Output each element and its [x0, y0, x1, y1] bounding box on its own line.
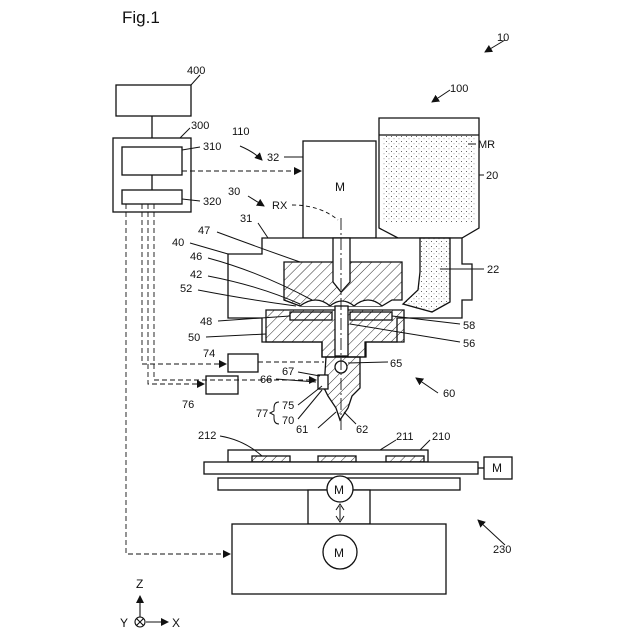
leader-211 — [380, 440, 396, 450]
label-42: 42 — [190, 269, 202, 281]
label-22: 22 — [487, 264, 499, 276]
leader-61 — [318, 412, 336, 428]
label-31: 31 — [240, 213, 252, 225]
label-62: 62 — [356, 424, 368, 436]
label-30: 30 — [228, 186, 240, 198]
label-211: 211 — [396, 431, 414, 443]
label-56: 56 — [463, 338, 475, 350]
bracket-77 — [270, 402, 279, 424]
label-66: 66 — [260, 374, 272, 386]
leader-210 — [420, 440, 430, 450]
leader-300 — [180, 128, 190, 138]
label-70: 70 — [282, 415, 294, 427]
label-50: 50 — [188, 332, 200, 344]
label-52: 52 — [180, 283, 192, 295]
label-20: 20 — [486, 170, 498, 182]
leader-67 — [298, 372, 320, 376]
leader-62 — [344, 412, 356, 424]
device-74 — [228, 354, 258, 372]
motor-label-z: M — [334, 483, 344, 497]
control-unit-320 — [122, 190, 182, 204]
label-10: 10 — [497, 32, 509, 44]
leader-31 — [258, 223, 268, 238]
label-77: 77 — [256, 408, 268, 420]
label-75: 75 — [282, 400, 294, 412]
label-320: 320 — [203, 196, 221, 208]
label-40: 40 — [172, 237, 184, 249]
label-210: 210 — [432, 431, 450, 443]
motor-label-base: M — [334, 546, 344, 560]
label-110: 110 — [232, 126, 250, 138]
label-61: 61 — [296, 424, 308, 436]
label-100: 100 — [450, 83, 468, 95]
table-top — [204, 462, 478, 474]
device-76 — [206, 376, 238, 394]
label-74: 74 — [203, 348, 215, 360]
deposit-212a — [252, 456, 290, 462]
signal-76 — [148, 204, 204, 384]
label-47: 47 — [198, 225, 210, 237]
arrow-100 — [432, 90, 450, 102]
control-box-400 — [116, 85, 191, 116]
communication-hole — [335, 306, 348, 356]
arrow-60 — [416, 378, 438, 393]
arrow-110 — [240, 146, 262, 160]
label-rx: RX — [272, 200, 288, 212]
deposit-212c — [386, 456, 424, 462]
material-mr — [382, 135, 476, 223]
label-67: 67 — [282, 366, 294, 378]
shaft — [333, 238, 350, 292]
leader-70 — [298, 390, 322, 419]
axis-label-z: Z — [136, 577, 143, 591]
control-unit-310 — [122, 147, 182, 175]
label-300: 300 — [191, 120, 209, 132]
label-310: 310 — [203, 141, 221, 153]
sensor-70 — [318, 375, 328, 389]
label-76: 76 — [182, 399, 194, 411]
label-400: 400 — [187, 65, 205, 77]
arrow-230 — [478, 520, 505, 545]
arrow-30 — [248, 196, 264, 206]
label-58: 58 — [463, 320, 475, 332]
label-212: 212 — [198, 430, 216, 442]
heater-48 — [290, 312, 332, 320]
label-48: 48 — [200, 316, 212, 328]
label-mr: MR — [478, 139, 495, 151]
label-230: 230 — [493, 544, 511, 556]
deposit-212b — [318, 456, 356, 462]
motor-label-32: M — [335, 180, 345, 194]
leader-50 — [206, 334, 266, 337]
label-46: 46 — [190, 251, 202, 263]
heater-58 — [350, 312, 392, 320]
label-65: 65 — [390, 358, 402, 370]
motor-label-x: M — [492, 461, 502, 475]
axis-label-x: X — [172, 616, 180, 630]
axis-label-y: Y — [120, 616, 128, 630]
label-32: 32 — [267, 152, 279, 164]
label-60: 60 — [443, 388, 455, 400]
leader-66 — [276, 379, 316, 382]
leader-75 — [298, 386, 322, 405]
